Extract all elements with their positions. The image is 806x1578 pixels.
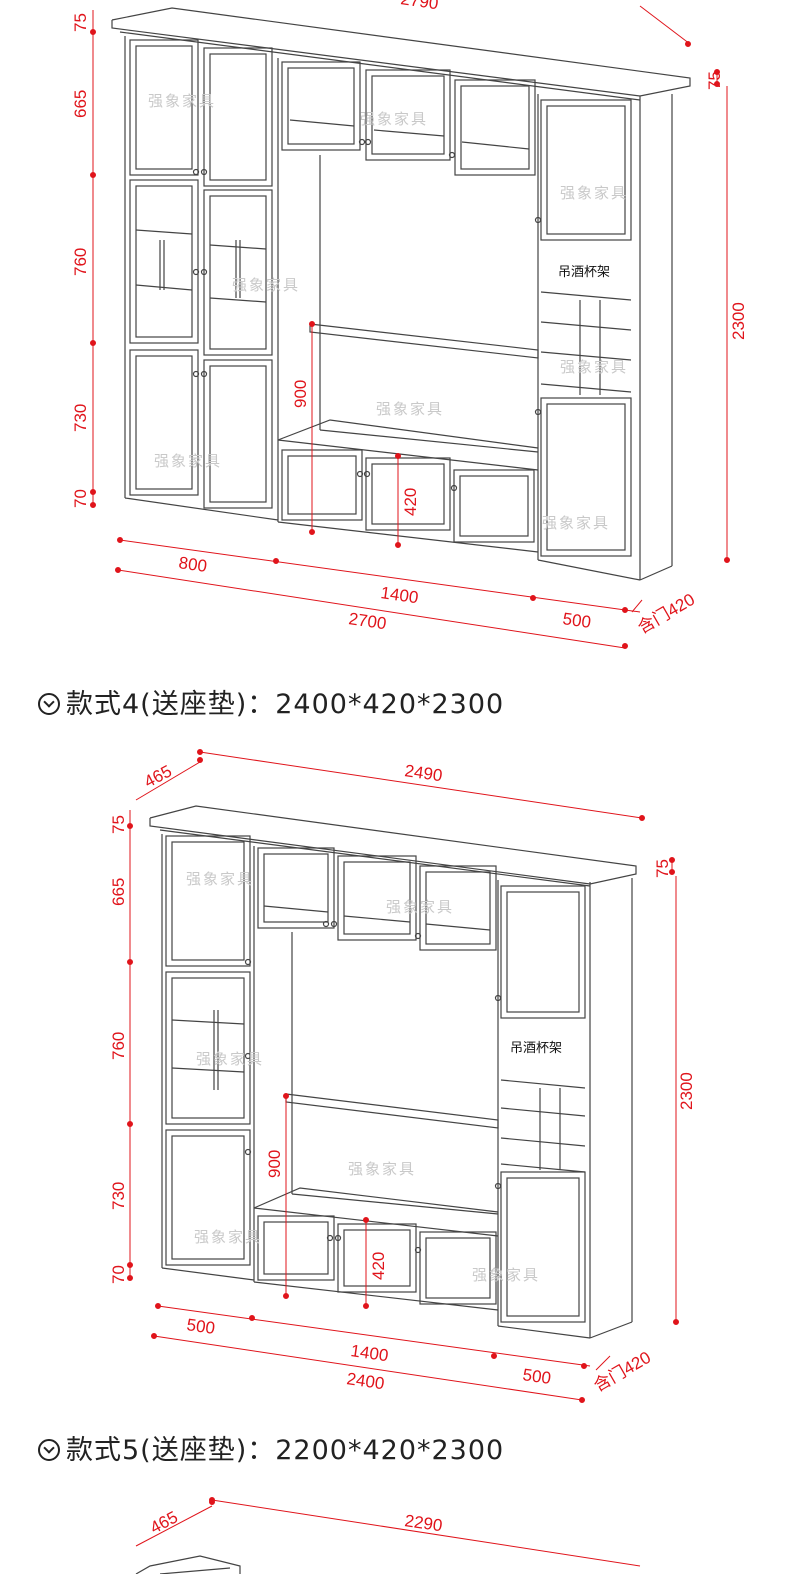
dim-width-center: 1400	[379, 583, 419, 607]
watermark: 强象家具	[232, 276, 300, 294]
dim-width-right: 500	[521, 1365, 552, 1388]
dim-665: 665	[71, 90, 90, 118]
dim-top-right: 75	[705, 71, 724, 90]
dim-tv-opening: 900	[265, 1150, 284, 1178]
dim-730: 730	[109, 1182, 128, 1210]
watermark: 强象家具	[186, 870, 254, 888]
dimension-labels-diagram-1: 2790 75 665 760 730 70 75 2300 900 420 8…	[71, 0, 748, 637]
style5-heading: 款式5(送座垫)：2200*420*2300	[38, 1428, 504, 1467]
dim-total-height: 2300	[729, 302, 748, 340]
dim-width-left: 500	[185, 1315, 216, 1338]
watermark: 强象家具	[472, 1266, 540, 1284]
wine-rack-label: 吊酒杯架	[558, 265, 610, 280]
dim-depth-top: 465	[141, 761, 175, 791]
dim-top-width: 2290	[403, 1511, 443, 1535]
watermark: 强象家具	[386, 898, 454, 916]
dim-total-height: 2300	[677, 1072, 696, 1110]
dimensions-diagram-1	[90, 5, 730, 649]
dim-75: 75	[109, 815, 128, 834]
watermark: 强象家具	[560, 184, 628, 202]
dim-width-left: 800	[177, 553, 208, 576]
watermark: 强象家具	[560, 358, 628, 376]
watermark: 强象家具	[542, 514, 610, 532]
cabinet-diagram-3	[135, 1555, 241, 1575]
watermark: 强象家具	[196, 1050, 264, 1068]
dim-top-right: 75	[653, 859, 672, 878]
dimensions-diagram-2	[127, 749, 679, 1403]
dimensions-diagram-3	[135, 1497, 641, 1567]
watermark: 强象家具	[194, 1228, 262, 1246]
watermark: 强象家具	[148, 92, 216, 110]
circle-chevron-down-icon	[38, 693, 60, 715]
dim-tv-base: 420	[369, 1252, 388, 1280]
dim-tv-base: 420	[401, 488, 420, 516]
cabinet-diagram-1	[111, 7, 691, 581]
watermark: 强象家具	[154, 452, 222, 470]
wine-rack-label: 吊酒杯架	[510, 1041, 562, 1056]
dim-75: 75	[71, 13, 90, 32]
dim-665: 665	[109, 878, 128, 906]
watermark: 强象家具	[360, 110, 428, 128]
style5-heading-text: 款式5(送座垫)：2200*420*2300	[66, 1435, 505, 1466]
dim-width-total: 2700	[347, 609, 387, 633]
dim-width-right: 500	[561, 609, 592, 632]
dim-depth-top: 465	[147, 1507, 181, 1537]
dim-760: 760	[71, 248, 90, 276]
dim-depth: 含门420	[591, 1348, 655, 1396]
watermark: 强象家具	[376, 400, 444, 418]
dim-depth: 含门420	[635, 590, 699, 638]
dim-tv-opening: 900	[291, 380, 310, 408]
style4-heading: 款式4(送座垫)：2400*420*2300	[38, 682, 504, 721]
dim-top-partial: 2790	[399, 0, 439, 13]
dim-730: 730	[71, 404, 90, 432]
dim-width-center: 1400	[349, 1341, 389, 1365]
style4-heading-text: 款式4(送座垫)：2400*420*2300	[66, 689, 505, 720]
dim-width-total: 2400	[345, 1369, 385, 1393]
dimension-labels-diagram-3: 465 2290	[147, 1507, 444, 1537]
circle-chevron-down-icon	[38, 1439, 60, 1461]
dim-70: 70	[109, 1265, 128, 1284]
dim-top-width: 2490	[403, 761, 443, 785]
dim-760: 760	[109, 1032, 128, 1060]
dim-70: 70	[71, 489, 90, 508]
watermark: 强象家具	[348, 1160, 416, 1178]
cabinet-diagram-2	[149, 805, 637, 1339]
